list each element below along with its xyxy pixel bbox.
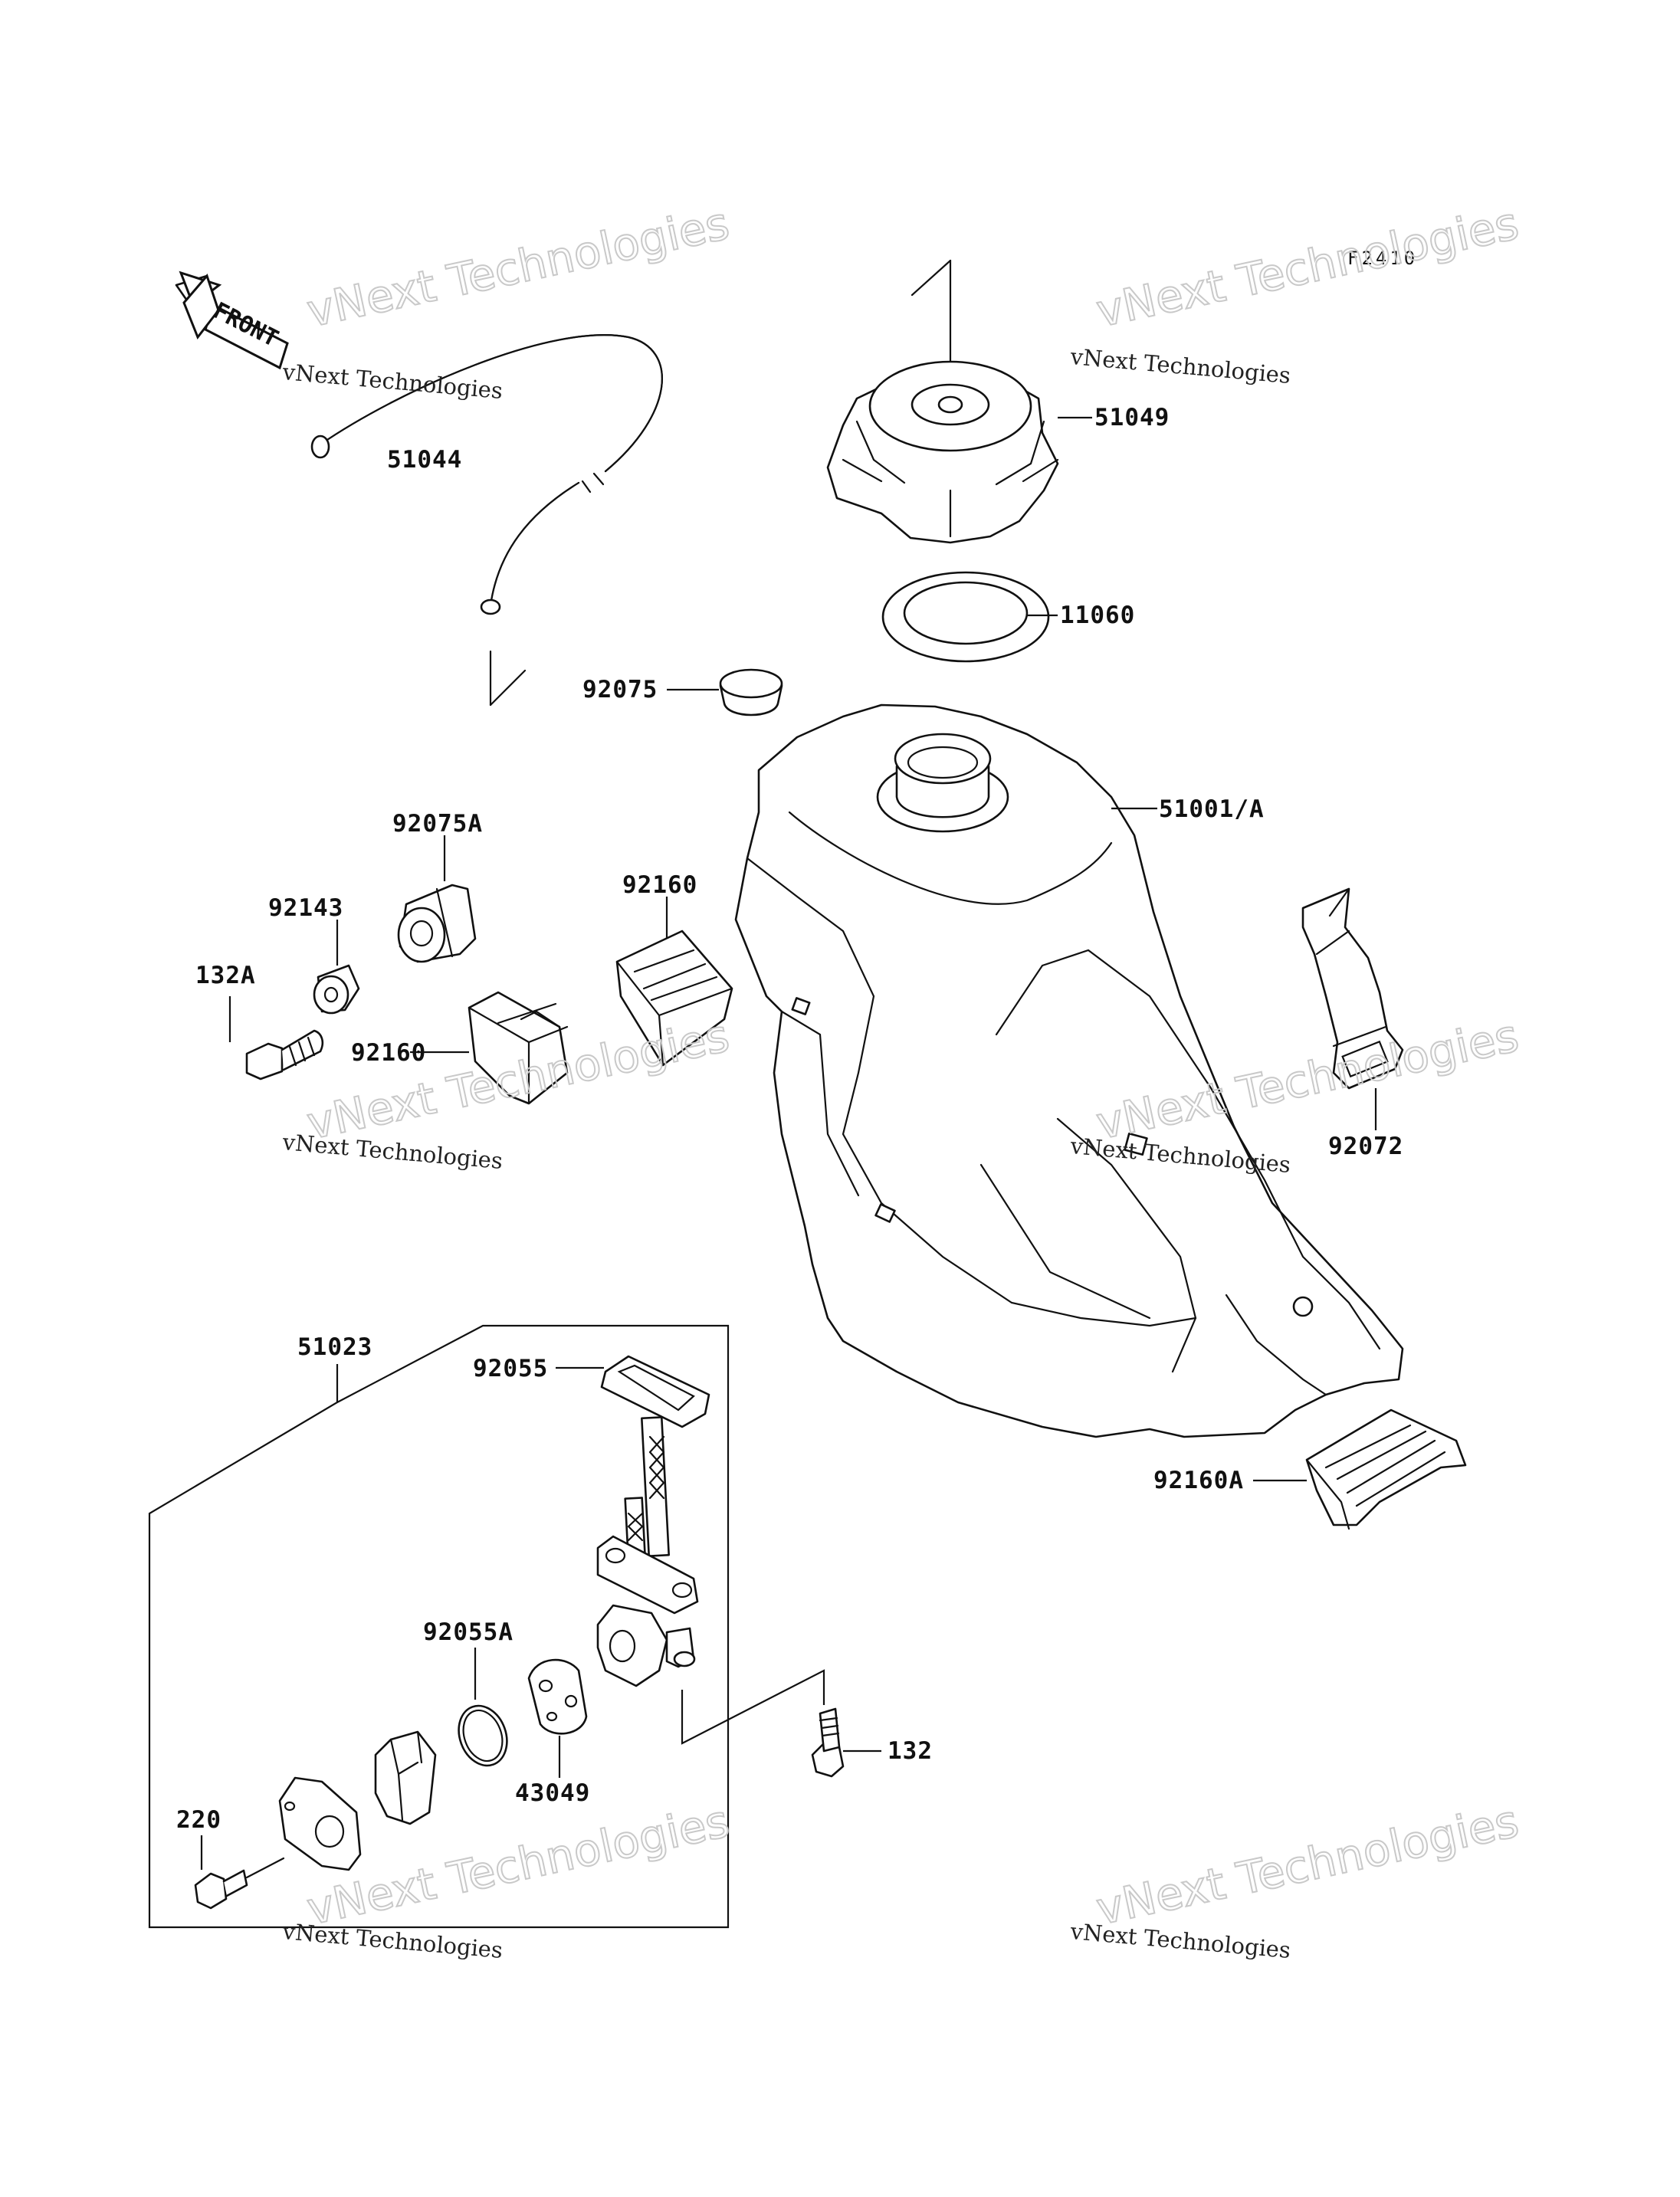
watermark: vNext Technologies: [1091, 196, 1524, 338]
part-label-132: 132: [888, 1737, 933, 1765]
watermark-text: vNext Technologies: [1068, 343, 1291, 389]
part-label-92072: 92072: [1328, 1133, 1403, 1160]
fuel-cock-lever: [374, 1730, 437, 1825]
fuel-hose: [310, 334, 663, 707]
watermark-text: vNext Technologies: [281, 1918, 504, 1963]
fuel-cock-assembly-bracket: [148, 1324, 730, 1929]
part-label-92160-center: 92160: [622, 871, 697, 899]
part-labels: 51044 51049 11060 92075 51001/A 92075A 9…: [176, 404, 1403, 1834]
part-label-43049: 43049: [515, 1779, 590, 1807]
part-label-51001a: 51001/A: [1159, 795, 1265, 823]
watermark-text: vNext Technologies: [1068, 1918, 1291, 1963]
watermark: vNext Technologies: [302, 1794, 734, 1936]
rubber-cap: [667, 668, 783, 716]
part-label-92075a: 92075A: [392, 810, 483, 838]
bolt-132a: [228, 996, 324, 1080]
fuel-cock-plate: [278, 1776, 362, 1871]
fuel-cap-gasket: [881, 571, 1058, 663]
tank-pad-left: [410, 991, 569, 1105]
part-label-92160-left: 92160: [351, 1039, 426, 1067]
filter-gasket: [556, 1355, 710, 1428]
fuel-tank-strap: [1301, 887, 1404, 1130]
o-ring: [458, 1648, 508, 1767]
part-label-92160a: 92160A: [1153, 1467, 1244, 1494]
diagram-code: F2410: [1347, 248, 1418, 269]
part-label-51023: 51023: [297, 1333, 372, 1361]
part-label-92055: 92055: [473, 1355, 548, 1382]
svg-text:vNext Technologies: vNext Technologies: [1092, 197, 1523, 337]
part-label-51049: 51049: [1094, 404, 1170, 431]
part-label-11060: 11060: [1060, 602, 1135, 629]
svg-text:vNext Technologies: vNext Technologies: [303, 197, 733, 337]
part-label-92075: 92075: [582, 676, 658, 703]
front-direction-arrow: FRONT: [175, 271, 289, 370]
fuel-tank: [734, 703, 1404, 1438]
bolt-132: [811, 1707, 881, 1778]
svg-text:vNext Technologies: vNext Technologies: [1092, 1795, 1523, 1935]
tank-pad-rear: [1253, 1408, 1467, 1530]
svg-text:vNext Technologies: vNext Technologies: [303, 1795, 733, 1935]
part-label-132a: 132A: [195, 962, 256, 989]
fuel-cock-seal: [527, 1658, 588, 1778]
fuel-cap: [826, 259, 1092, 544]
part-label-92055a: 92055A: [423, 1618, 514, 1646]
collar: [313, 920, 360, 1015]
tank-damper: [397, 835, 477, 963]
part-label-220: 220: [176, 1806, 221, 1834]
watermark: vNext Technologies: [302, 196, 734, 338]
watermark: vNext Technologies: [1091, 1794, 1524, 1936]
screw-220: [194, 1835, 285, 1910]
tank-pad-center: [615, 897, 733, 1067]
part-label-92143: 92143: [268, 894, 343, 922]
watermark-text: vNext Technologies: [281, 1129, 504, 1174]
watermark-text: vNext Technologies: [281, 359, 504, 404]
fuel-cock: [596, 1416, 825, 1745]
part-label-51044: 51044: [387, 446, 462, 474]
